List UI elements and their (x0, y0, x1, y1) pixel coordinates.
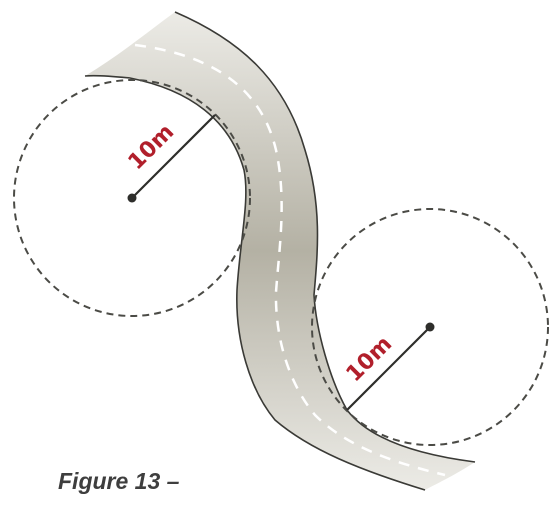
left-centre-point (127, 193, 137, 203)
right-centre-point (425, 322, 435, 332)
road-edge-outer (174, 11, 476, 463)
figure-caption: Figure 13 – (58, 468, 180, 494)
right-turning-circle (311, 208, 549, 446)
road-centre-line (134, 43, 446, 477)
left-radius-line (131, 114, 216, 199)
right-radius-label: 10m (342, 332, 398, 388)
left-turning-circle (13, 79, 251, 317)
right-radius-line (346, 326, 431, 411)
left-radius-label: 10m (124, 120, 180, 176)
